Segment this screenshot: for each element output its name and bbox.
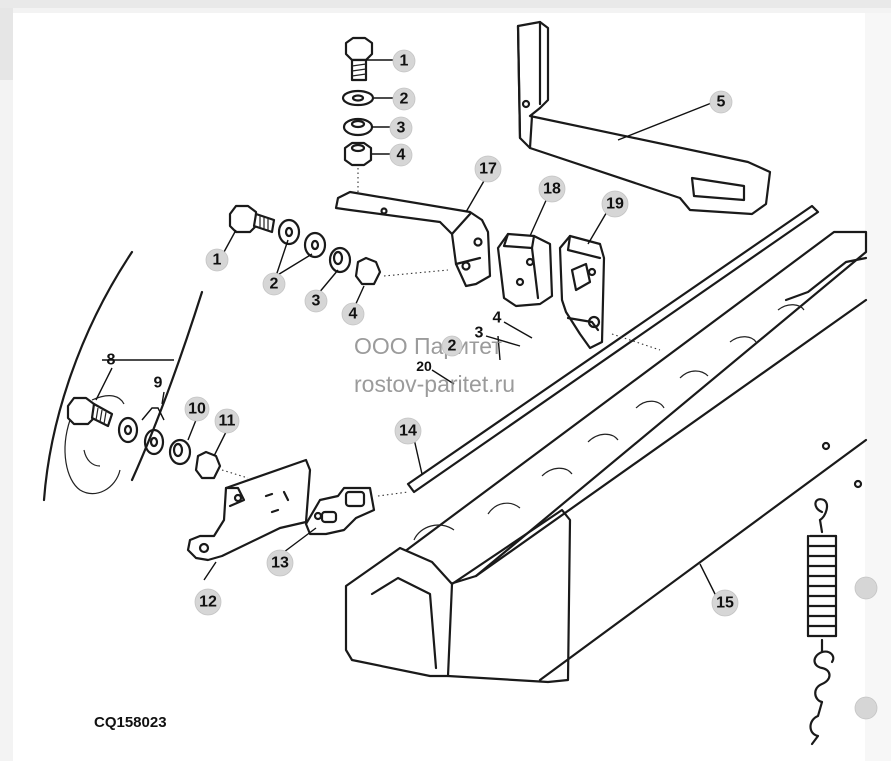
callout-c9: 9 <box>154 375 163 392</box>
callout-label: 15 <box>716 595 734 612</box>
bracket-part-17 <box>334 190 492 288</box>
channel-part-15 <box>344 230 868 684</box>
callout-c17: 17 <box>474 155 502 183</box>
callout-label: 5 <box>717 94 726 111</box>
callout-c18: 18 <box>538 175 566 203</box>
callout-c2c: 2 <box>441 335 463 357</box>
top-bolt-stack <box>341 36 375 195</box>
callout-c5: 5 <box>709 90 733 114</box>
callout-c13: 13 <box>266 549 294 577</box>
callout-label: 17 <box>479 161 497 178</box>
callout-label: 2 <box>400 91 409 108</box>
callout-label: 2 <box>448 338 457 355</box>
callout-c3a: 3 <box>389 116 413 140</box>
callout-label: 1 <box>400 53 409 70</box>
callout-c12: 12 <box>194 588 222 616</box>
callout-label: 18 <box>543 181 561 198</box>
callout-c20: 20 <box>416 358 432 374</box>
callout-label: 13 <box>271 555 289 572</box>
callout-c15: 15 <box>711 589 739 617</box>
callout-label: 10 <box>188 401 206 418</box>
callout-c11: 11 <box>214 408 240 434</box>
callout-label: 12 <box>199 594 217 611</box>
clamp-part-18 <box>496 232 554 308</box>
callout-label: 3 <box>312 293 321 310</box>
callout-label: 20 <box>416 358 432 374</box>
watermark-url: rostov-paritet.ru <box>354 371 515 397</box>
callout-label: 14 <box>399 423 417 440</box>
callout-c3c: 3 <box>475 325 484 342</box>
callout-label: 4 <box>349 306 358 323</box>
callout-label: 4 <box>397 147 406 164</box>
callout-label: 1 <box>213 252 222 269</box>
callout-c2b: 2 <box>262 272 286 296</box>
callout-leaders <box>95 59 717 597</box>
callout-label: 4 <box>493 310 502 327</box>
plate-part-12 <box>186 458 312 562</box>
callout-c10: 10 <box>184 396 210 422</box>
rod-part-14 <box>406 204 820 494</box>
callout-label: 11 <box>219 413 236 430</box>
callout-c4b: 4 <box>341 302 365 326</box>
callout-c19: 19 <box>601 190 629 218</box>
figure-code: CQ158023 <box>94 714 167 731</box>
spring-part <box>806 498 838 746</box>
callout-c4c: 4 <box>493 310 502 327</box>
plate-part-19 <box>558 234 606 350</box>
bracket-part-13 <box>304 486 376 536</box>
arm-bracket-part-5 <box>516 20 772 216</box>
callout-label: 3 <box>397 120 406 137</box>
right-side-strip <box>865 13 891 761</box>
lower-left-fastener-row <box>66 396 249 480</box>
callout-c14: 14 <box>394 417 422 445</box>
callout-label: 8 <box>107 352 116 369</box>
callout-label: 9 <box>154 375 163 392</box>
pulley-outline <box>42 250 204 502</box>
callout-c1b: 1 <box>205 248 229 272</box>
callout-label: 19 <box>606 196 624 213</box>
callout-c8: 8 <box>107 352 116 369</box>
middle-fastener-row <box>228 204 449 286</box>
watermark-company: ООО Паритет <box>354 333 502 359</box>
callout-c3b: 3 <box>304 289 328 313</box>
callout-c4a: 4 <box>389 143 413 167</box>
window-top-strip <box>0 0 891 8</box>
callout-c1a: 1 <box>392 49 416 73</box>
watermark: ООО Паритет rostov-paritet.ru <box>354 333 515 397</box>
callout-label: 3 <box>475 325 484 342</box>
callout-c2a: 2 <box>392 87 416 111</box>
callout-label: 2 <box>270 276 279 293</box>
edge-callout-bubbles <box>854 576 878 720</box>
left-side-panel <box>0 8 13 80</box>
